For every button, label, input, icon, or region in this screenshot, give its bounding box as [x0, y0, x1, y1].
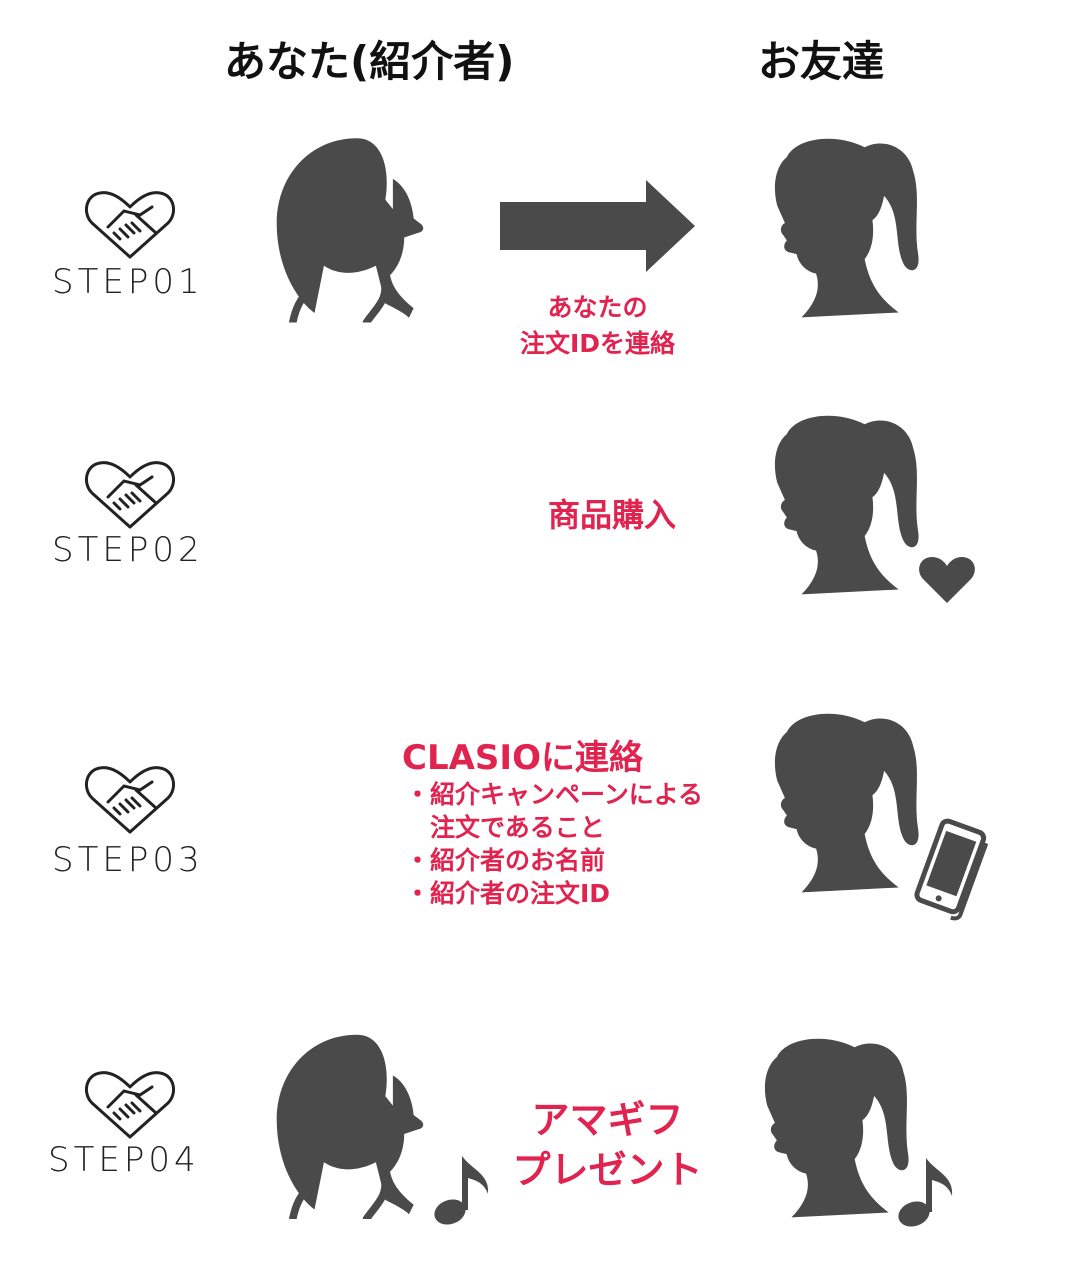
right-arrow-icon — [500, 180, 695, 272]
friend-silhouette — [748, 125, 923, 325]
friend-silhouette — [748, 700, 923, 900]
referrer-silhouette — [272, 1022, 442, 1227]
step-label-1: STEP01 — [52, 262, 204, 302]
step1-text-line2: 注文IDを連絡 — [519, 329, 676, 358]
music-note-icon — [896, 1152, 956, 1232]
step3-bullet-4: ・紹介者の注文ID — [405, 879, 611, 908]
step2-text: 商品購入 — [548, 496, 677, 534]
step4-text: アマギフ プレゼント — [505, 1095, 710, 1195]
handshake-heart-icon — [80, 1065, 180, 1145]
step3-bullet-3: ・紹介者のお名前 — [405, 846, 606, 875]
step-label-2: STEP02 — [52, 530, 204, 570]
step-label-4: STEP04 — [48, 1140, 200, 1180]
friend-silhouette — [738, 1025, 913, 1225]
friend-heading: お友達 — [758, 37, 885, 86]
step1-text: あなたの 注文IDを連絡 — [500, 290, 695, 362]
handshake-heart-icon — [80, 185, 180, 265]
step4-text-line1: アマギフ — [531, 1098, 684, 1142]
referrer-heading: あなた(紹介者) — [224, 37, 515, 86]
step3-bullet-1: ・紹介キャンペーンによる — [405, 780, 704, 809]
smartphone-icon — [914, 818, 989, 921]
step4-text-line2: プレゼント — [512, 1148, 703, 1192]
music-note-icon — [432, 1150, 492, 1230]
step3-title: CLASIOに連絡 — [402, 738, 643, 778]
handshake-heart-icon — [80, 455, 180, 535]
step1-text-line1: あなたの — [547, 293, 648, 322]
heart-icon — [919, 557, 975, 603]
handshake-heart-icon — [80, 760, 180, 840]
friend-silhouette — [748, 402, 923, 602]
step3-bullets: ・紹介キャンペーンによる 注文であること ・紹介者のお名前 ・紹介者の注文ID — [405, 778, 703, 910]
referrer-silhouette — [272, 128, 442, 328]
step-label-3: STEP03 — [52, 840, 204, 880]
step3-bullet-2: 注文であること — [405, 813, 605, 842]
